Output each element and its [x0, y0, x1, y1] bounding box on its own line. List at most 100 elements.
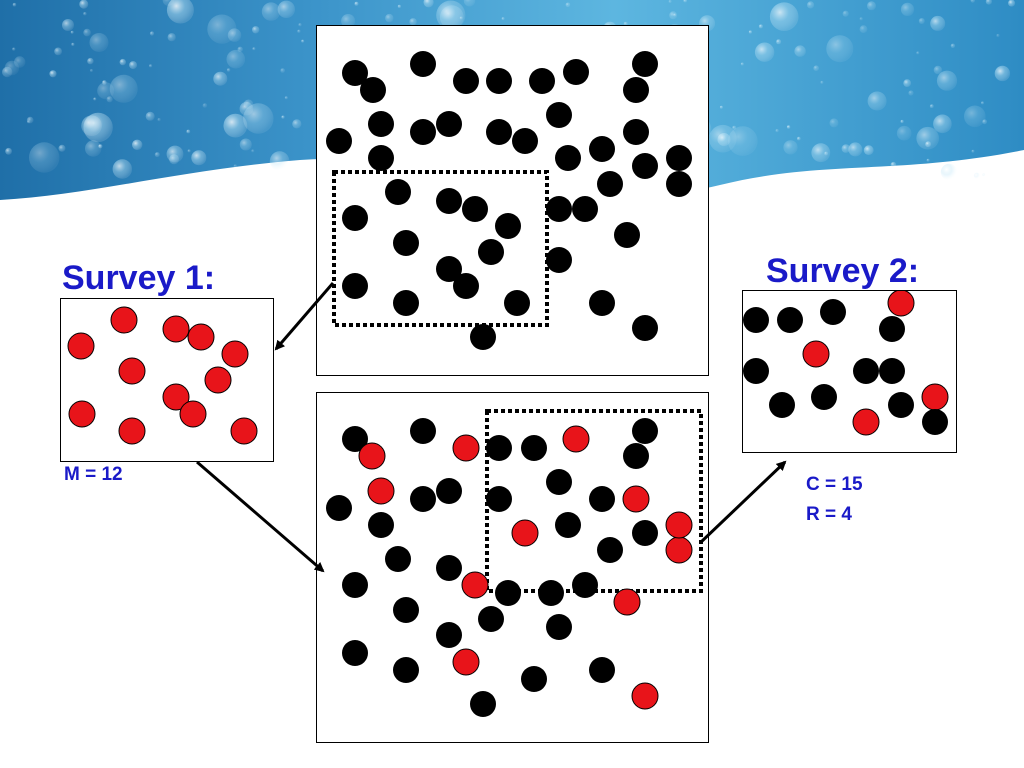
bubble: [191, 150, 207, 166]
bubble: [109, 74, 138, 103]
individual-dot: [666, 171, 692, 197]
captured-dot: [811, 384, 837, 410]
individual-dot: [462, 196, 488, 222]
bubble: [758, 24, 763, 29]
bubble: [223, 113, 248, 138]
bubble: [867, 1, 876, 11]
bubble: [673, 13, 677, 17]
individual-dot: [393, 597, 419, 623]
bubble: [848, 142, 863, 157]
individual-dot: [393, 657, 419, 683]
recaptured-dot: [802, 340, 830, 368]
individual-dot: [572, 572, 598, 598]
bubble: [87, 57, 94, 65]
bubble: [251, 149, 255, 153]
bubble: [982, 173, 986, 177]
bubble: [936, 70, 958, 91]
marked-sample-dot: [187, 323, 215, 351]
population-bottom-dots: [326, 409, 703, 717]
individual-dot: [614, 222, 640, 248]
individual-dot: [546, 469, 572, 495]
individual-dot: [555, 145, 581, 171]
bubble: [4, 60, 20, 76]
individual-dot: [486, 435, 512, 461]
bubble: [748, 30, 753, 34]
bubble: [243, 103, 274, 134]
bubble: [186, 129, 191, 134]
bubble: [237, 46, 243, 52]
bubble: [93, 97, 97, 101]
marked-sample-dot: [230, 417, 258, 445]
marked-individual-dot: [631, 682, 659, 710]
individual-dot: [597, 537, 623, 563]
bubble: [807, 1, 815, 9]
bubble: [341, 14, 356, 28]
individual-dot: [436, 256, 462, 282]
individual-dot: [589, 657, 615, 683]
bubble: [119, 58, 127, 66]
individual-dot: [529, 68, 555, 94]
bubble: [841, 144, 851, 153]
bubble: [281, 115, 285, 119]
bubble: [129, 61, 138, 70]
marked-sample-dot: [67, 332, 95, 360]
bubble: [918, 18, 925, 24]
individual-dot: [572, 196, 598, 222]
individual-dot: [342, 60, 368, 86]
marked-individual-dot: [452, 648, 480, 676]
survey2-title: Survey 2:: [766, 252, 920, 290]
individual-dot: [393, 230, 419, 256]
individual-dot: [436, 478, 462, 504]
individual-dot: [486, 486, 512, 512]
individual-dot: [478, 239, 504, 265]
individual-dot: [410, 418, 436, 444]
captured-count-label: C = 15: [806, 474, 863, 495]
marked-individual-dot: [367, 477, 395, 505]
bubble: [890, 161, 897, 168]
survey1-dots: [67, 306, 258, 445]
bubble: [859, 17, 863, 21]
bubble: [149, 64, 153, 68]
marked-sample-dot: [204, 366, 232, 394]
bubble: [97, 82, 115, 100]
bubble: [187, 149, 191, 153]
bubble: [226, 68, 231, 72]
marked-sample-dot: [110, 306, 138, 334]
individual-dot: [589, 486, 615, 512]
captured-dot: [743, 358, 769, 384]
bubble: [298, 23, 302, 27]
individual-dot: [385, 179, 411, 205]
bubble: [149, 31, 155, 36]
marked-sample-dot: [221, 340, 249, 368]
bubble: [49, 70, 57, 78]
individual-dot: [521, 435, 547, 461]
individual-dot: [563, 59, 589, 85]
individual-dot: [368, 512, 394, 538]
bubble: [925, 141, 931, 148]
bubble: [926, 158, 930, 162]
bubble: [71, 42, 75, 47]
survey2-sample-panel: [742, 290, 957, 453]
bubble: [252, 26, 260, 34]
bubble: [261, 2, 281, 21]
marked-individual-dot: [461, 571, 489, 599]
individual-dot: [623, 443, 649, 469]
bubble: [167, 33, 176, 42]
bubble: [842, 10, 849, 17]
bubble: [202, 103, 208, 108]
individual-dot: [436, 555, 462, 581]
bubble: [754, 42, 775, 62]
bubble: [970, 0, 976, 3]
individual-dot: [589, 136, 615, 162]
bubble: [896, 125, 912, 141]
bubble: [239, 138, 252, 151]
bubble: [740, 62, 744, 66]
individual-dot: [436, 111, 462, 137]
bubble: [859, 25, 868, 33]
individual-dot: [393, 290, 419, 316]
individual-dot: [360, 77, 386, 103]
individual-dot: [623, 119, 649, 145]
bubble: [903, 79, 912, 87]
individual-dot: [326, 495, 352, 521]
bubble: [985, 0, 992, 5]
